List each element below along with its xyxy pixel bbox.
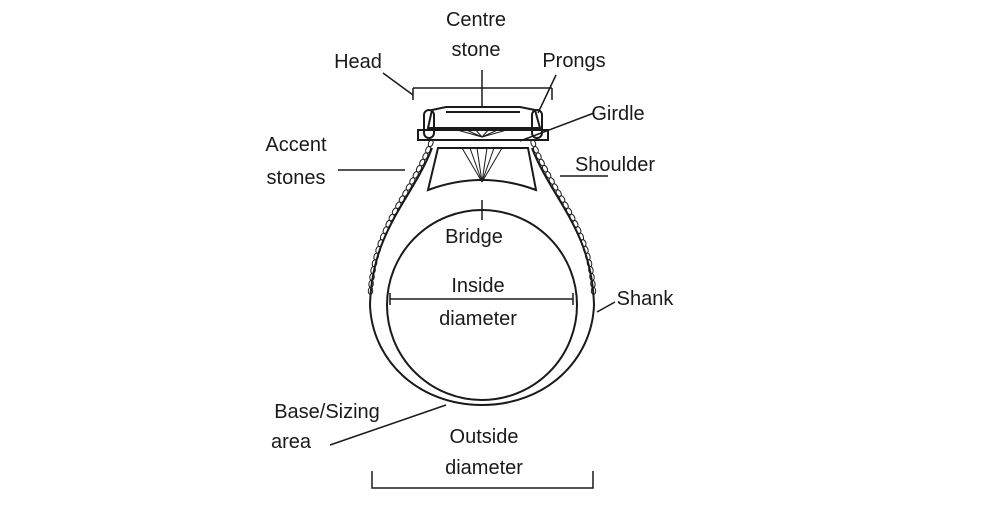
bridge-gallery xyxy=(426,147,538,192)
centre-stone-label-line2: stone xyxy=(452,39,501,61)
leader-lines xyxy=(329,70,616,489)
head-leader xyxy=(382,72,414,96)
bridge-fan-lines xyxy=(461,147,503,183)
bridge-label: Bridge xyxy=(445,226,503,248)
girdle-band xyxy=(417,129,549,141)
girdle-leader xyxy=(519,112,595,142)
centre-stone-crown xyxy=(426,106,542,129)
inside-diameter-label-line1: Inside xyxy=(451,275,504,297)
prongs-label: Prongs xyxy=(542,50,605,72)
accent-stones-label-line2: stones xyxy=(267,167,326,189)
base-sizing-label-line1: Base/Sizing xyxy=(274,401,380,423)
base-sizing-leader xyxy=(329,404,447,446)
outside-diameter-bracket xyxy=(371,471,594,489)
base-sizing-label-line2: area xyxy=(271,431,312,453)
prong-left xyxy=(423,109,435,139)
head-setting xyxy=(417,106,549,192)
shank-leader xyxy=(596,301,616,313)
centre-stone-label-line1: Centre xyxy=(446,9,506,31)
head-label: Head xyxy=(334,51,382,73)
centre-stone-pavilion xyxy=(449,127,515,138)
girdle-label: Girdle xyxy=(591,103,644,125)
prong-right xyxy=(531,109,543,139)
accent-stones-group xyxy=(367,139,597,295)
shoulder-label: Shoulder xyxy=(575,154,655,176)
accent-stones-label-line1: Accent xyxy=(265,134,327,156)
outside-diameter-label-line2: diameter xyxy=(445,457,523,479)
outside-diameter-label-line1: Outside xyxy=(450,426,519,448)
labels: Centre stone Head Prongs Girdle Accent s… xyxy=(265,9,674,479)
accent-stone-left xyxy=(367,286,374,295)
prongs-leader xyxy=(537,74,557,114)
shank-label: Shank xyxy=(617,288,675,310)
inside-diameter-label-line2: diameter xyxy=(439,308,517,330)
accent-stone-right xyxy=(590,286,597,295)
